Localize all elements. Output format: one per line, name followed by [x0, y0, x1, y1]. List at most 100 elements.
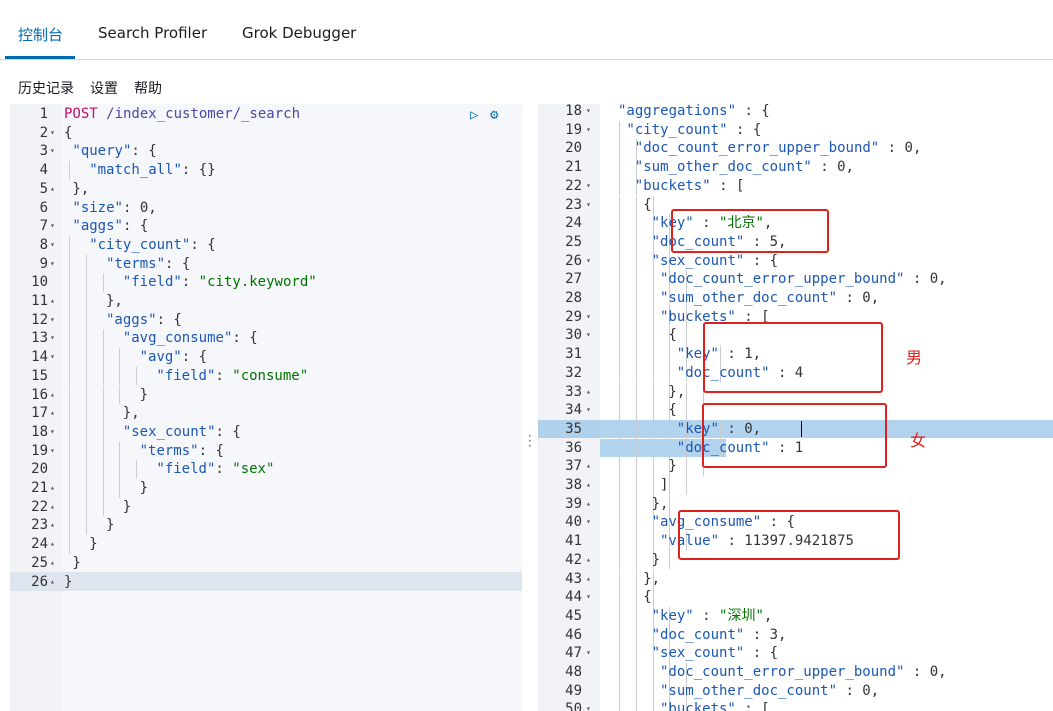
code-text: "doc_count" : 5,	[651, 233, 787, 250]
indent-guide	[686, 700, 688, 711]
tab-console[interactable]: 控制台	[18, 26, 64, 44]
indent-guide	[652, 401, 654, 420]
line-number: 20	[565, 140, 582, 157]
menu-help[interactable]: 帮助	[134, 81, 162, 97]
fold-close-icon[interactable]: ▴	[586, 498, 591, 508]
response-gutter	[538, 104, 600, 711]
line-number: 9	[39, 255, 48, 272]
indent-guide	[619, 476, 620, 495]
fold-close-icon[interactable]: ▴	[586, 461, 591, 471]
fold-open-icon[interactable]: ▾	[50, 239, 55, 249]
code-line: 35"key" : 0,	[538, 419, 1053, 439]
line-number: 16	[31, 386, 48, 403]
indent-guide	[85, 310, 87, 330]
fold-close-icon[interactable]: ▴	[50, 539, 55, 549]
fold-open-icon[interactable]: ▾	[50, 258, 55, 268]
indent-guide	[69, 273, 70, 292]
indent-guide	[669, 289, 671, 308]
indent-guide	[619, 419, 620, 439]
menu-history[interactable]: 历史记录	[18, 81, 74, 97]
run-request-icon[interactable]: ▷	[470, 107, 479, 123]
fold-open-icon[interactable]: ▾	[586, 124, 591, 134]
request-code-area[interactable]	[62, 104, 522, 711]
code-text: "aggs": {	[106, 311, 182, 328]
fold-open-icon[interactable]: ▾	[50, 333, 55, 343]
indent-guide	[85, 441, 87, 461]
splitter-handle-icon[interactable]: ···	[528, 429, 532, 453]
fold-close-icon[interactable]: ▴	[50, 520, 55, 530]
fold-close-icon[interactable]: ▴	[50, 483, 55, 492]
pane-splitter[interactable]	[524, 104, 536, 711]
fold-close-icon[interactable]: ▴	[50, 576, 55, 586]
fold-open-icon[interactable]: ▾	[50, 314, 55, 324]
fold-open-icon[interactable]: ▾	[50, 127, 55, 137]
fold-open-icon[interactable]: ▾	[50, 445, 55, 455]
line-number: 21	[31, 480, 48, 496]
fold-close-icon[interactable]: ▴	[586, 573, 591, 583]
fold-open-icon[interactable]: ▾	[586, 180, 591, 190]
indent-guide	[619, 569, 620, 589]
indent-guide	[69, 516, 70, 536]
code-text: },	[643, 570, 661, 587]
tab-grok-debugger[interactable]: Grok Debugger	[242, 24, 357, 42]
indent-guide	[619, 382, 620, 402]
fold-open-icon[interactable]: ▾	[586, 106, 591, 115]
indent-guide	[652, 644, 654, 663]
indent-guide	[102, 479, 104, 498]
indent-guide	[619, 681, 620, 701]
indent-guide	[652, 363, 654, 383]
fold-close-icon[interactable]: ▴	[586, 554, 591, 564]
fold-close-icon[interactable]: ▴	[50, 557, 55, 567]
indent-guide	[85, 329, 87, 349]
line-number: 3	[39, 143, 48, 160]
code-line: 3▾"query": {	[10, 142, 522, 161]
indent-guide	[635, 476, 637, 495]
code-text: "city_count": {	[89, 236, 216, 253]
response-viewer[interactable]: 18▾"aggregations" : {19▾"city_count" : {…	[538, 104, 1053, 711]
fold-close-icon[interactable]: ▴	[50, 408, 55, 418]
code-line: 16▴}	[10, 385, 522, 405]
code-line: 18▾"sex_count": {	[10, 422, 522, 442]
fold-open-icon[interactable]: ▾	[50, 426, 55, 436]
code-text: {	[64, 124, 73, 141]
code-text: "city_count" : {	[626, 121, 762, 138]
line-number: 22	[565, 177, 582, 194]
indent-guide	[619, 625, 620, 645]
code-line: 20"field": "sex"	[10, 460, 522, 479]
indent-guide	[102, 497, 104, 517]
indent-guide	[669, 700, 671, 711]
line-number: 39	[565, 495, 582, 512]
fold-open-icon[interactable]: ▾	[586, 311, 591, 321]
fold-open-icon[interactable]: ▾	[50, 146, 55, 156]
fold-open-icon[interactable]: ▾	[586, 330, 591, 340]
fold-close-icon[interactable]: ▴	[586, 386, 591, 396]
line-number: 40	[565, 514, 582, 531]
fold-open-icon[interactable]: ▾	[586, 199, 591, 209]
fold-open-icon[interactable]: ▾	[50, 221, 55, 231]
fold-open-icon[interactable]: ▾	[586, 405, 591, 415]
code-line: 38▴]	[538, 476, 1053, 495]
fold-close-icon[interactable]: ▴	[50, 296, 55, 305]
fold-open-icon[interactable]: ▾	[586, 592, 591, 602]
indent-guide	[69, 535, 70, 554]
fold-open-icon[interactable]: ▾	[586, 704, 591, 711]
fold-close-icon[interactable]: ▴	[50, 389, 55, 399]
menu-settings[interactable]: 设置	[90, 81, 118, 97]
fold-open-icon[interactable]: ▾	[586, 517, 591, 527]
wrench-icon[interactable]: ⚙	[490, 107, 499, 123]
code-line: 31"key" : 1,	[538, 345, 1053, 364]
code-line: 26▾"sex_count" : {	[538, 251, 1053, 271]
fold-close-icon[interactable]: ▴	[50, 501, 55, 511]
fold-open-icon[interactable]: ▾	[586, 255, 591, 265]
fold-close-icon[interactable]: ▴	[586, 480, 591, 489]
indent-guide	[619, 513, 620, 533]
fold-open-icon[interactable]: ▾	[586, 648, 591, 658]
fold-close-icon[interactable]: ▴	[50, 183, 55, 193]
indent-guide	[669, 419, 671, 439]
tab-search-profiler[interactable]: Search Profiler	[98, 24, 208, 42]
indent-guide	[85, 497, 87, 517]
indent-guide	[102, 273, 104, 292]
fold-open-icon[interactable]: ▾	[50, 352, 55, 362]
indent-guide	[102, 329, 104, 349]
